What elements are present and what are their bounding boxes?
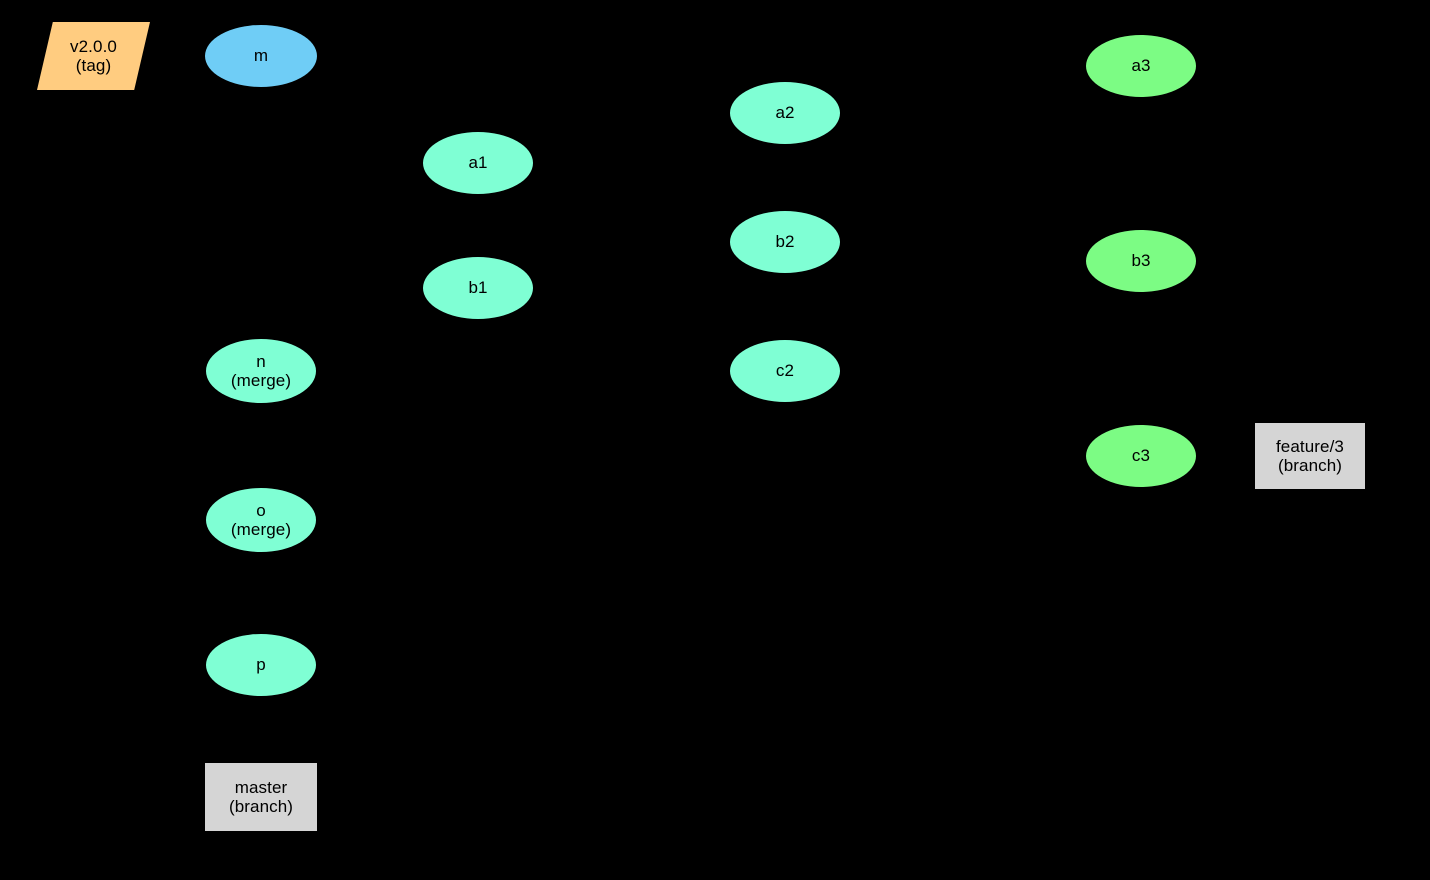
tag-v2-0-0[interactable]: v2.0.0 (tag)	[37, 22, 150, 90]
commit-m[interactable]: m	[205, 25, 317, 87]
commit-n-merge-label: n (merge)	[230, 351, 292, 390]
branch-label-master[interactable]: master (branch)	[205, 763, 317, 831]
commit-m-label: m	[253, 46, 269, 66]
commit-b1[interactable]: b1	[423, 257, 533, 319]
commit-p[interactable]: p	[206, 634, 316, 696]
commit-a2[interactable]: a2	[730, 82, 840, 144]
tag-v2-0-0-label: v2.0.0 (tag)	[70, 36, 117, 75]
commit-b1-label: b1	[468, 278, 488, 298]
commit-c2[interactable]: c2	[730, 340, 840, 402]
commit-b2-label: b2	[775, 232, 795, 252]
commit-n-merge[interactable]: n (merge)	[206, 339, 316, 403]
commit-b3-label: b3	[1131, 251, 1151, 271]
commit-b2[interactable]: b2	[730, 211, 840, 273]
branch-label-feature-3[interactable]: feature/3 (branch)	[1255, 423, 1365, 489]
edges-group	[258, 453, 1256, 764]
commit-o-merge-label: o (merge)	[230, 500, 292, 539]
branch-label-feature-3-label: feature/3 (branch)	[1275, 436, 1344, 475]
commit-p-label: p	[256, 655, 266, 675]
commit-c3[interactable]: c3	[1086, 425, 1196, 487]
commit-b3[interactable]: b3	[1086, 230, 1196, 292]
commit-a1[interactable]: a1	[423, 132, 533, 194]
commit-a2-label: a2	[775, 103, 795, 123]
branch-label-master-label: master (branch)	[228, 777, 294, 816]
commit-a1-label: a1	[468, 153, 488, 173]
commit-c2-label: c2	[775, 361, 795, 381]
commit-a3-label: a3	[1131, 56, 1151, 76]
commit-c3-label: c3	[1131, 446, 1151, 466]
commit-o-merge[interactable]: o (merge)	[206, 488, 316, 552]
commit-a3[interactable]: a3	[1086, 35, 1196, 97]
